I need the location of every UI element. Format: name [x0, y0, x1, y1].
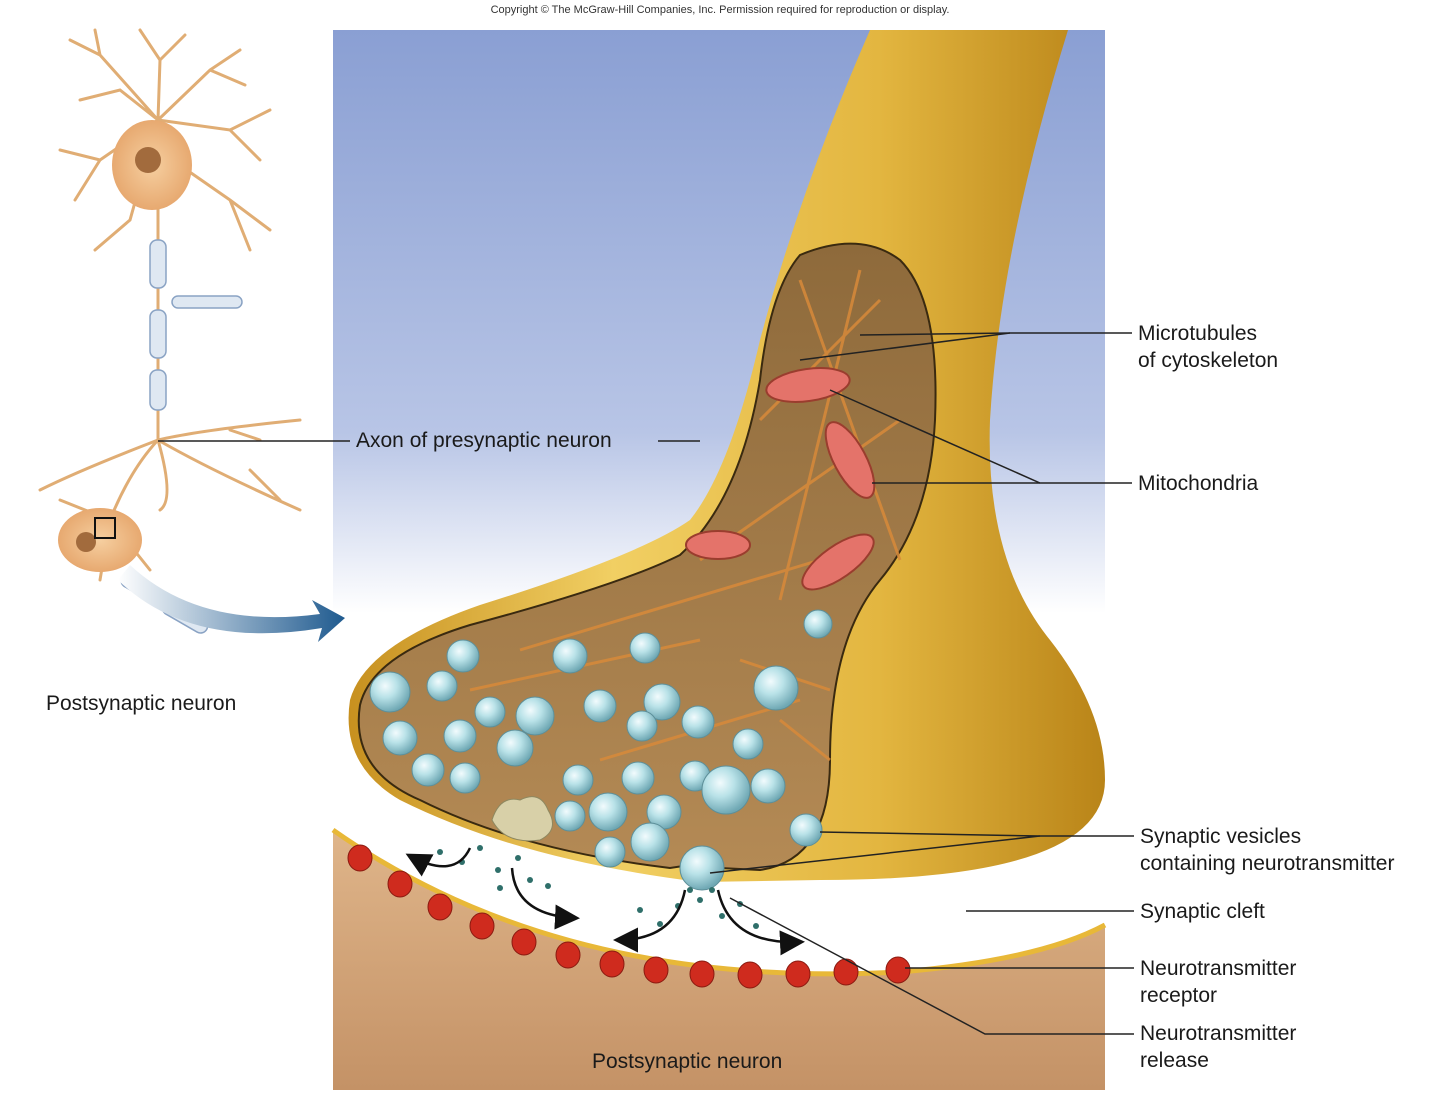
- label-vesicles-2: containing neurotransmitter: [1140, 852, 1395, 875]
- label-postsynaptic-neuron-bottom: Postsynaptic neuron: [592, 1050, 783, 1073]
- neuron-overview: [38, 28, 302, 582]
- microtubules: [469, 269, 902, 762]
- label-microtubules-2: of cytoskeleton: [1138, 349, 1279, 372]
- neurotransmitter-molecules: [437, 845, 759, 929]
- receptors: [347, 844, 911, 989]
- diffusion-arrows: [405, 847, 805, 956]
- label-microtubules-1: Microtubules: [1138, 322, 1258, 345]
- postsynaptic-membrane: [333, 830, 1105, 1090]
- copyright-notice: Copyright © The McGraw-Hill Companies, I…: [490, 4, 950, 16]
- label-receptor-1: Neurotransmitter: [1140, 957, 1297, 980]
- label-axon: Axon of presynaptic neuron: [356, 429, 612, 452]
- myelin-sheaths: [149, 239, 243, 411]
- postsynaptic-cell-body: [58, 508, 142, 572]
- label-mitochondria: Mitochondria: [1138, 472, 1259, 495]
- mitochondria: [685, 367, 876, 591]
- label-receptor-2: receptor: [1140, 984, 1218, 1007]
- label-vesicles-1: Synaptic vesicles: [1140, 825, 1302, 848]
- label-release-1: Neurotransmitter: [1140, 1022, 1297, 1045]
- synaptic-vesicles: [369, 609, 833, 891]
- nucleus: [135, 147, 161, 173]
- leader-lines: [158, 332, 1134, 1035]
- label-release-2: release: [1140, 1049, 1209, 1072]
- zoom-box: [94, 517, 116, 539]
- label-postsynaptic-neuron-left: Postsynaptic neuron: [46, 692, 237, 715]
- label-synaptic-cleft: Synaptic cleft: [1140, 900, 1265, 923]
- zoom-arrow: [118, 565, 345, 642]
